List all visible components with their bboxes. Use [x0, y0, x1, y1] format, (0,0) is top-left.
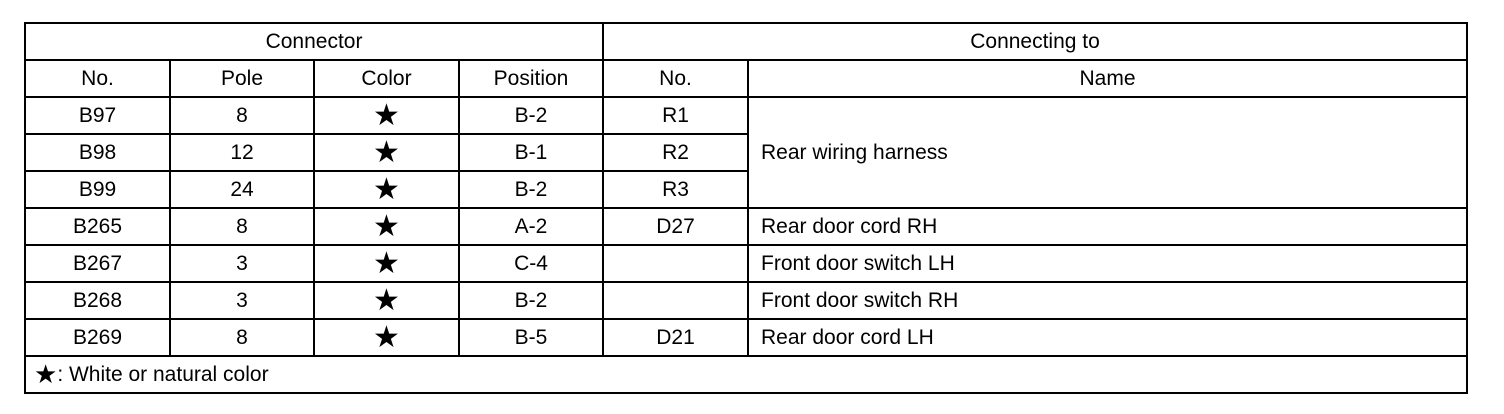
position: B-2 — [457, 281, 605, 320]
pole-count: 8 — [169, 318, 315, 357]
col-header-color: Color — [313, 59, 460, 98]
header-connecting-to: Connecting to — [602, 22, 1469, 61]
position: B-1 — [457, 133, 605, 172]
star-icon: ★ — [373, 136, 400, 169]
star-icon: ★ — [373, 247, 400, 280]
position: B-2 — [457, 96, 605, 135]
position: B-2 — [457, 170, 605, 209]
to-no: D21 — [602, 318, 750, 357]
table-row: B98 12 ★ B-1 R2 — [24, 133, 1467, 172]
pole-count: 3 — [169, 244, 315, 283]
col-header-name: Name — [747, 59, 1469, 98]
connector-no: B268 — [24, 281, 171, 320]
to-no: R1 — [602, 96, 750, 135]
table-row: B99 24 ★ B-2 R3 — [24, 170, 1467, 209]
position: C-4 — [457, 244, 605, 283]
group-header-row: Connector Connecting to — [23, 22, 1469, 61]
to-no — [602, 244, 750, 283]
column-header-row: No. Pole Color Position No. Name — [24, 59, 1469, 98]
pole-count: 8 — [169, 207, 315, 246]
connector-table: Connector Connecting to No. Pole Color P… — [23, 22, 1469, 394]
position: A-2 — [457, 207, 605, 246]
to-name: Rear door cord LH — [747, 318, 1469, 357]
star-icon: ★ — [34, 359, 58, 389]
pole-count: 24 — [169, 170, 315, 209]
to-no: D27 — [602, 207, 750, 246]
header-connector: Connector — [23, 22, 605, 61]
col-header-position: Position — [457, 59, 605, 98]
to-name: Front door switch LH — [747, 244, 1469, 283]
connector-no: B265 — [24, 207, 171, 246]
color-cell: ★ — [313, 318, 460, 357]
connector-no: B98 — [24, 133, 171, 172]
table-row: B269 8 ★ B-5 D21 Rear door cord LH — [24, 318, 1469, 357]
star-icon: ★ — [373, 173, 400, 206]
connector-no: B267 — [24, 244, 171, 283]
color-cell: ★ — [313, 281, 460, 320]
star-icon: ★ — [373, 284, 400, 317]
pole-count: 3 — [169, 281, 315, 320]
col-header-pole: Pole — [169, 59, 315, 98]
color-cell: ★ — [313, 170, 460, 209]
to-name-merged: Rear wiring harness — [747, 96, 1469, 209]
legend-row: ★: White or natural color — [23, 355, 1469, 394]
to-name: Front door switch RH — [747, 281, 1469, 320]
star-icon: ★ — [373, 210, 400, 243]
col-header-no: No. — [24, 59, 171, 98]
pole-count: 8 — [169, 96, 315, 135]
legend-text: : White or natural color — [57, 363, 269, 386]
connector-no: B99 — [24, 170, 171, 209]
to-no: R3 — [602, 170, 750, 209]
table-row: B267 3 ★ C-4 Front door switch LH — [24, 244, 1469, 283]
table-row: B265 8 ★ A-2 D27 Rear door cord RH — [24, 207, 1469, 246]
table-row: B97 8 ★ B-2 R1 Rear wiring harness — [24, 96, 1469, 209]
color-cell: ★ — [313, 207, 460, 246]
color-cell: ★ — [313, 96, 460, 135]
legend-cell: ★: White or natural color — [23, 355, 1469, 394]
to-no: R2 — [602, 133, 750, 172]
star-icon: ★ — [373, 99, 400, 132]
to-name: Rear door cord RH — [747, 207, 1469, 246]
to-no — [602, 281, 750, 320]
color-cell: ★ — [313, 244, 460, 283]
table-row: B268 3 ★ B-2 Front door switch RH — [24, 281, 1469, 320]
connector-no: B97 — [24, 96, 171, 135]
star-icon: ★ — [373, 321, 400, 354]
color-cell: ★ — [313, 133, 460, 172]
connector-no: B269 — [24, 318, 171, 357]
position: B-5 — [457, 318, 605, 357]
pole-count: 12 — [169, 133, 315, 172]
col-header-to-no: No. — [602, 59, 750, 98]
